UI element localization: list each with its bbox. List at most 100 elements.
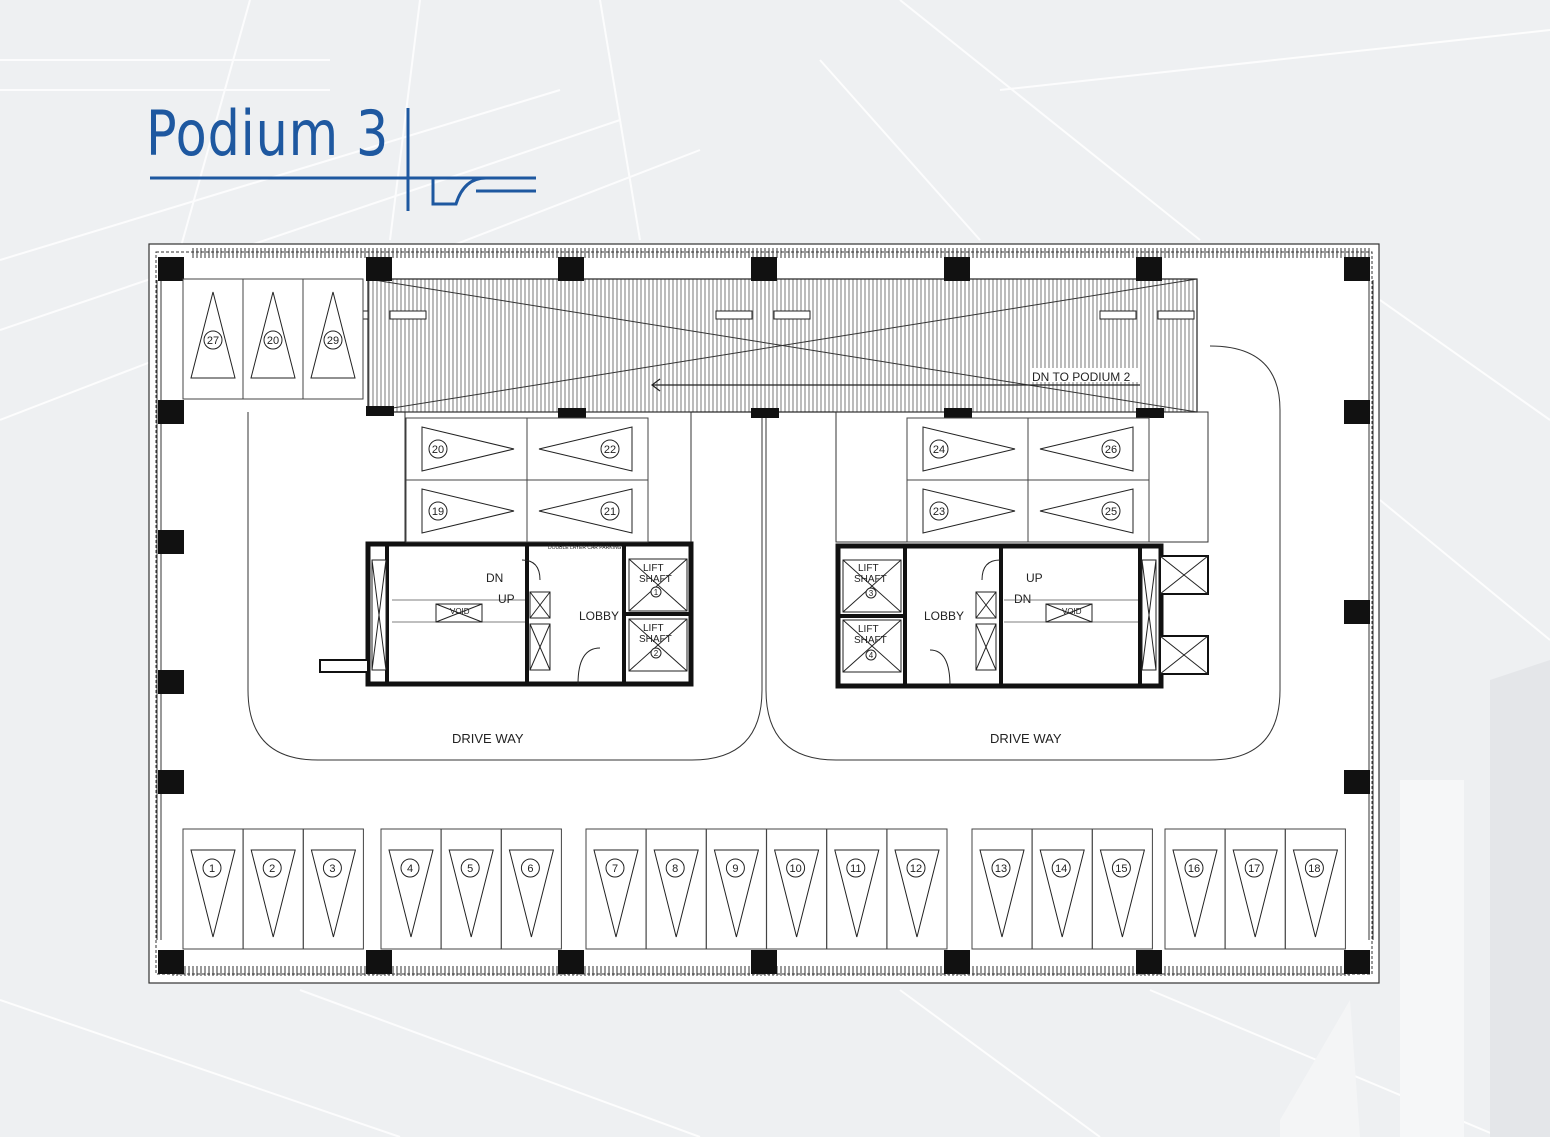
- column: [1136, 950, 1162, 974]
- title-underline: [150, 108, 536, 211]
- stair-up-right: UP: [1026, 571, 1043, 585]
- stall-number-ring: [203, 330, 223, 350]
- stall-number-ring: [1051, 858, 1071, 878]
- column: [944, 950, 970, 974]
- column: [751, 950, 777, 974]
- stall-number: 26: [1105, 444, 1117, 456]
- column: [366, 950, 392, 974]
- stall-number-ring: [725, 858, 745, 878]
- column: [751, 257, 777, 281]
- column: [558, 950, 584, 974]
- stall-number-ring: [929, 439, 949, 459]
- stall-number-ring: [906, 858, 926, 878]
- driveway-right-label: DRIVE WAY: [990, 731, 1062, 746]
- stall-number-ring: [202, 858, 222, 878]
- stall-number-ring: [428, 439, 448, 459]
- parking-stall: 15: [1091, 828, 1153, 950]
- void-right: VOID: [1062, 607, 1082, 616]
- stall-number: 23: [933, 506, 945, 518]
- parking-stall: 29: [302, 278, 364, 400]
- stall-number-ring: [991, 858, 1011, 878]
- driveway-right-outline: [765, 345, 1281, 761]
- stall-number-ring: [262, 858, 282, 878]
- parking-stall: 26: [1027, 417, 1150, 481]
- ramp: DN TO PODIUM 2: [331, 278, 1198, 413]
- parking-stall: 11: [826, 828, 888, 950]
- ramp-label: DN TO PODIUM 2: [1032, 370, 1131, 384]
- stall-number: 11: [850, 863, 861, 875]
- stall-number: 20: [267, 335, 279, 347]
- parking-stall: 12: [886, 828, 948, 950]
- column: [158, 770, 184, 794]
- parking-stall: 6: [500, 828, 562, 950]
- column: [366, 257, 392, 281]
- parking-stall: 22: [526, 417, 649, 481]
- stall-number-ring: [600, 439, 620, 459]
- provision-note-2: DOUBLE LAYER CAR PARKING: [548, 545, 622, 551]
- parking-stall: 13: [971, 828, 1033, 950]
- column: [158, 257, 184, 281]
- column: [1344, 600, 1370, 624]
- parking-stall: 5: [440, 828, 502, 950]
- stall-number: 25: [1105, 506, 1117, 518]
- stall-number: 29: [327, 335, 339, 347]
- stall-number: 18: [1308, 863, 1320, 875]
- stall-number: 9: [732, 863, 738, 875]
- stall-number-ring: [1101, 501, 1121, 521]
- lift-4-line1: LIFT: [858, 624, 879, 635]
- column: [158, 400, 184, 424]
- void-left: VOID: [450, 607, 470, 616]
- column: [1344, 257, 1370, 281]
- stall-number: 8: [672, 863, 678, 875]
- facade-rail-top: [190, 248, 1370, 258]
- parking-stall: 8: [645, 828, 707, 950]
- stall-number-ring: [460, 858, 480, 878]
- stall-number: 10: [789, 863, 801, 875]
- lift-3-line1: LIFT: [858, 563, 879, 574]
- stall-number-ring: [322, 858, 342, 878]
- parking-stall: 4: [380, 828, 442, 950]
- column: [366, 406, 394, 416]
- facade-rail-left: [154, 280, 162, 940]
- column: [1344, 950, 1370, 974]
- parking-stall: 3: [302, 828, 364, 950]
- column: [558, 408, 586, 418]
- stall-number-ring: [428, 501, 448, 521]
- stall-number: 27: [207, 335, 219, 347]
- stall-number-ring: [263, 330, 283, 350]
- stall-number: 20: [432, 444, 444, 456]
- driveway-left-label: DRIVE WAY: [452, 731, 524, 746]
- stall-number: 17: [1248, 863, 1260, 875]
- column: [1344, 400, 1370, 424]
- column: [944, 257, 970, 281]
- parking-stall: 1: [182, 828, 244, 950]
- stall-number-ring: [929, 501, 949, 521]
- column: [1136, 257, 1162, 281]
- lift-4-line2: SHAFT: [854, 635, 887, 646]
- stall-number: 2: [269, 863, 275, 875]
- column: [158, 950, 184, 974]
- column: [158, 530, 184, 554]
- column: [751, 408, 779, 418]
- column: [1136, 408, 1164, 418]
- stall-number-ring: [786, 858, 806, 878]
- structural-columns: [158, 257, 1370, 974]
- lobby-left: LOBBY: [579, 609, 619, 623]
- lift-3-num: 3: [869, 589, 874, 598]
- stall-number-ring: [1184, 858, 1204, 878]
- stall-number-ring: [605, 858, 625, 878]
- driveway-left-outline: [247, 412, 763, 761]
- parking-stall: 20: [405, 417, 528, 481]
- stall-number: 12: [910, 863, 922, 875]
- parking-stall: 14: [1031, 828, 1093, 950]
- stall-number-ring: [1304, 858, 1324, 878]
- parking-stall: 21: [526, 479, 649, 543]
- stair-dn-right: DN: [1014, 592, 1031, 606]
- parking-stall: 25: [1027, 479, 1150, 543]
- parking-stall: 7: [585, 828, 647, 950]
- stall-number: 5: [467, 863, 473, 875]
- parking-stall: 24: [906, 417, 1029, 481]
- parking-stall: 23: [906, 479, 1029, 543]
